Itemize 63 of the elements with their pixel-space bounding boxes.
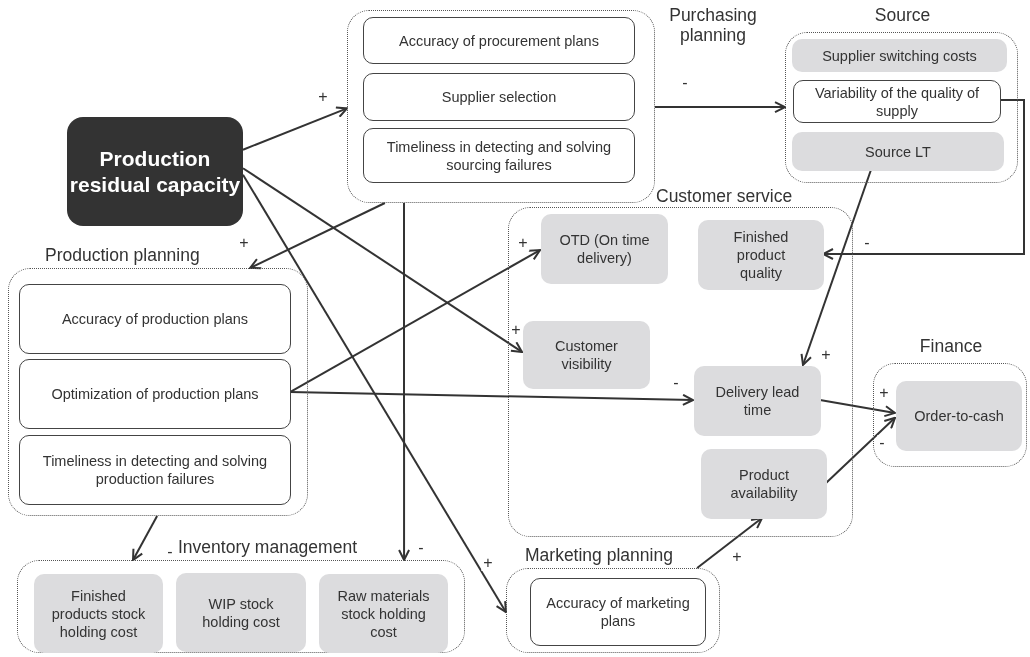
- edge-label: +: [516, 235, 530, 251]
- indicator-box: [176, 573, 306, 652]
- indicator-box: [19, 435, 291, 505]
- box-label: Variability of the quality of supply: [813, 83, 981, 120]
- arrow: [249, 202, 386, 270]
- arrow: [398, 202, 411, 561]
- box-label: Accuracy of production plans: [61, 310, 249, 328]
- indicator-box: [541, 214, 668, 284]
- arrow: [800, 169, 872, 366]
- indicator-box: [319, 574, 448, 653]
- box-label: Source LT: [865, 142, 931, 161]
- box-label: Timeliness in detecting and solving sourcing failures: [385, 137, 613, 174]
- group-heading: Purchasing planning: [668, 5, 758, 45]
- box-label: Delivery lead time: [714, 383, 801, 419]
- box-label: Accuracy of marketing plans: [545, 594, 691, 630]
- edge-label: +: [481, 555, 495, 571]
- arrow: [819, 399, 896, 418]
- indicator-box: [530, 578, 706, 646]
- group-heading: Inventory management: [178, 537, 358, 557]
- arrow: [289, 391, 694, 406]
- box-label: Supplier selection: [441, 88, 557, 106]
- box-label: Customer visibility: [554, 337, 619, 373]
- box-label: Supplier switching costs: [822, 46, 977, 65]
- arrow: [825, 416, 896, 484]
- arrow: [242, 173, 507, 614]
- box-label: Finished product quality: [732, 228, 790, 282]
- box-label: Finished products stock holding cost: [50, 586, 147, 641]
- group-heading: Customer service: [656, 186, 794, 206]
- box-label: Order-to-cash: [914, 407, 1004, 425]
- indicator-box: [792, 132, 1004, 171]
- group-heading: Finance: [918, 336, 984, 356]
- box-label: Optimization of production plans: [51, 385, 259, 403]
- arrow: [822, 99, 1025, 260]
- box-label: Accuracy of procurement plans: [399, 31, 599, 50]
- arrow: [242, 167, 523, 353]
- group-heading: Marketing planning: [525, 545, 674, 565]
- box-label: Raw materials stock holding cost: [336, 586, 431, 641]
- arrow: [289, 249, 541, 393]
- indicator-box: [19, 359, 291, 429]
- box-label: Timeliness in detecting and solving production failures: [41, 452, 269, 488]
- indicator-box: [363, 73, 635, 121]
- indicator-box: [793, 80, 1001, 123]
- indicator-box: [694, 366, 821, 436]
- box-label: WIP stock holding cost: [201, 594, 281, 631]
- indicator-box: [896, 381, 1022, 451]
- indicator-box: [792, 39, 1007, 72]
- indicator-box: [698, 220, 824, 290]
- arrow: [654, 101, 786, 114]
- indicator-box: [701, 449, 827, 519]
- arrow: [242, 106, 348, 151]
- box-label: Product availability: [729, 466, 799, 502]
- group-heading: Source: [873, 5, 932, 25]
- box-label: Production residual capacity: [68, 145, 242, 198]
- indicator-box: [363, 128, 635, 183]
- arrow: [696, 517, 763, 569]
- indicator-box: [34, 574, 163, 653]
- indicator-box: [19, 284, 291, 354]
- indicator-box: [523, 321, 650, 389]
- box-label: OTD (On time delivery): [558, 231, 651, 267]
- focus-box: [67, 117, 243, 226]
- indicator-box: [363, 17, 635, 64]
- group-heading: Production planning: [45, 245, 201, 265]
- arrow: [132, 515, 159, 561]
